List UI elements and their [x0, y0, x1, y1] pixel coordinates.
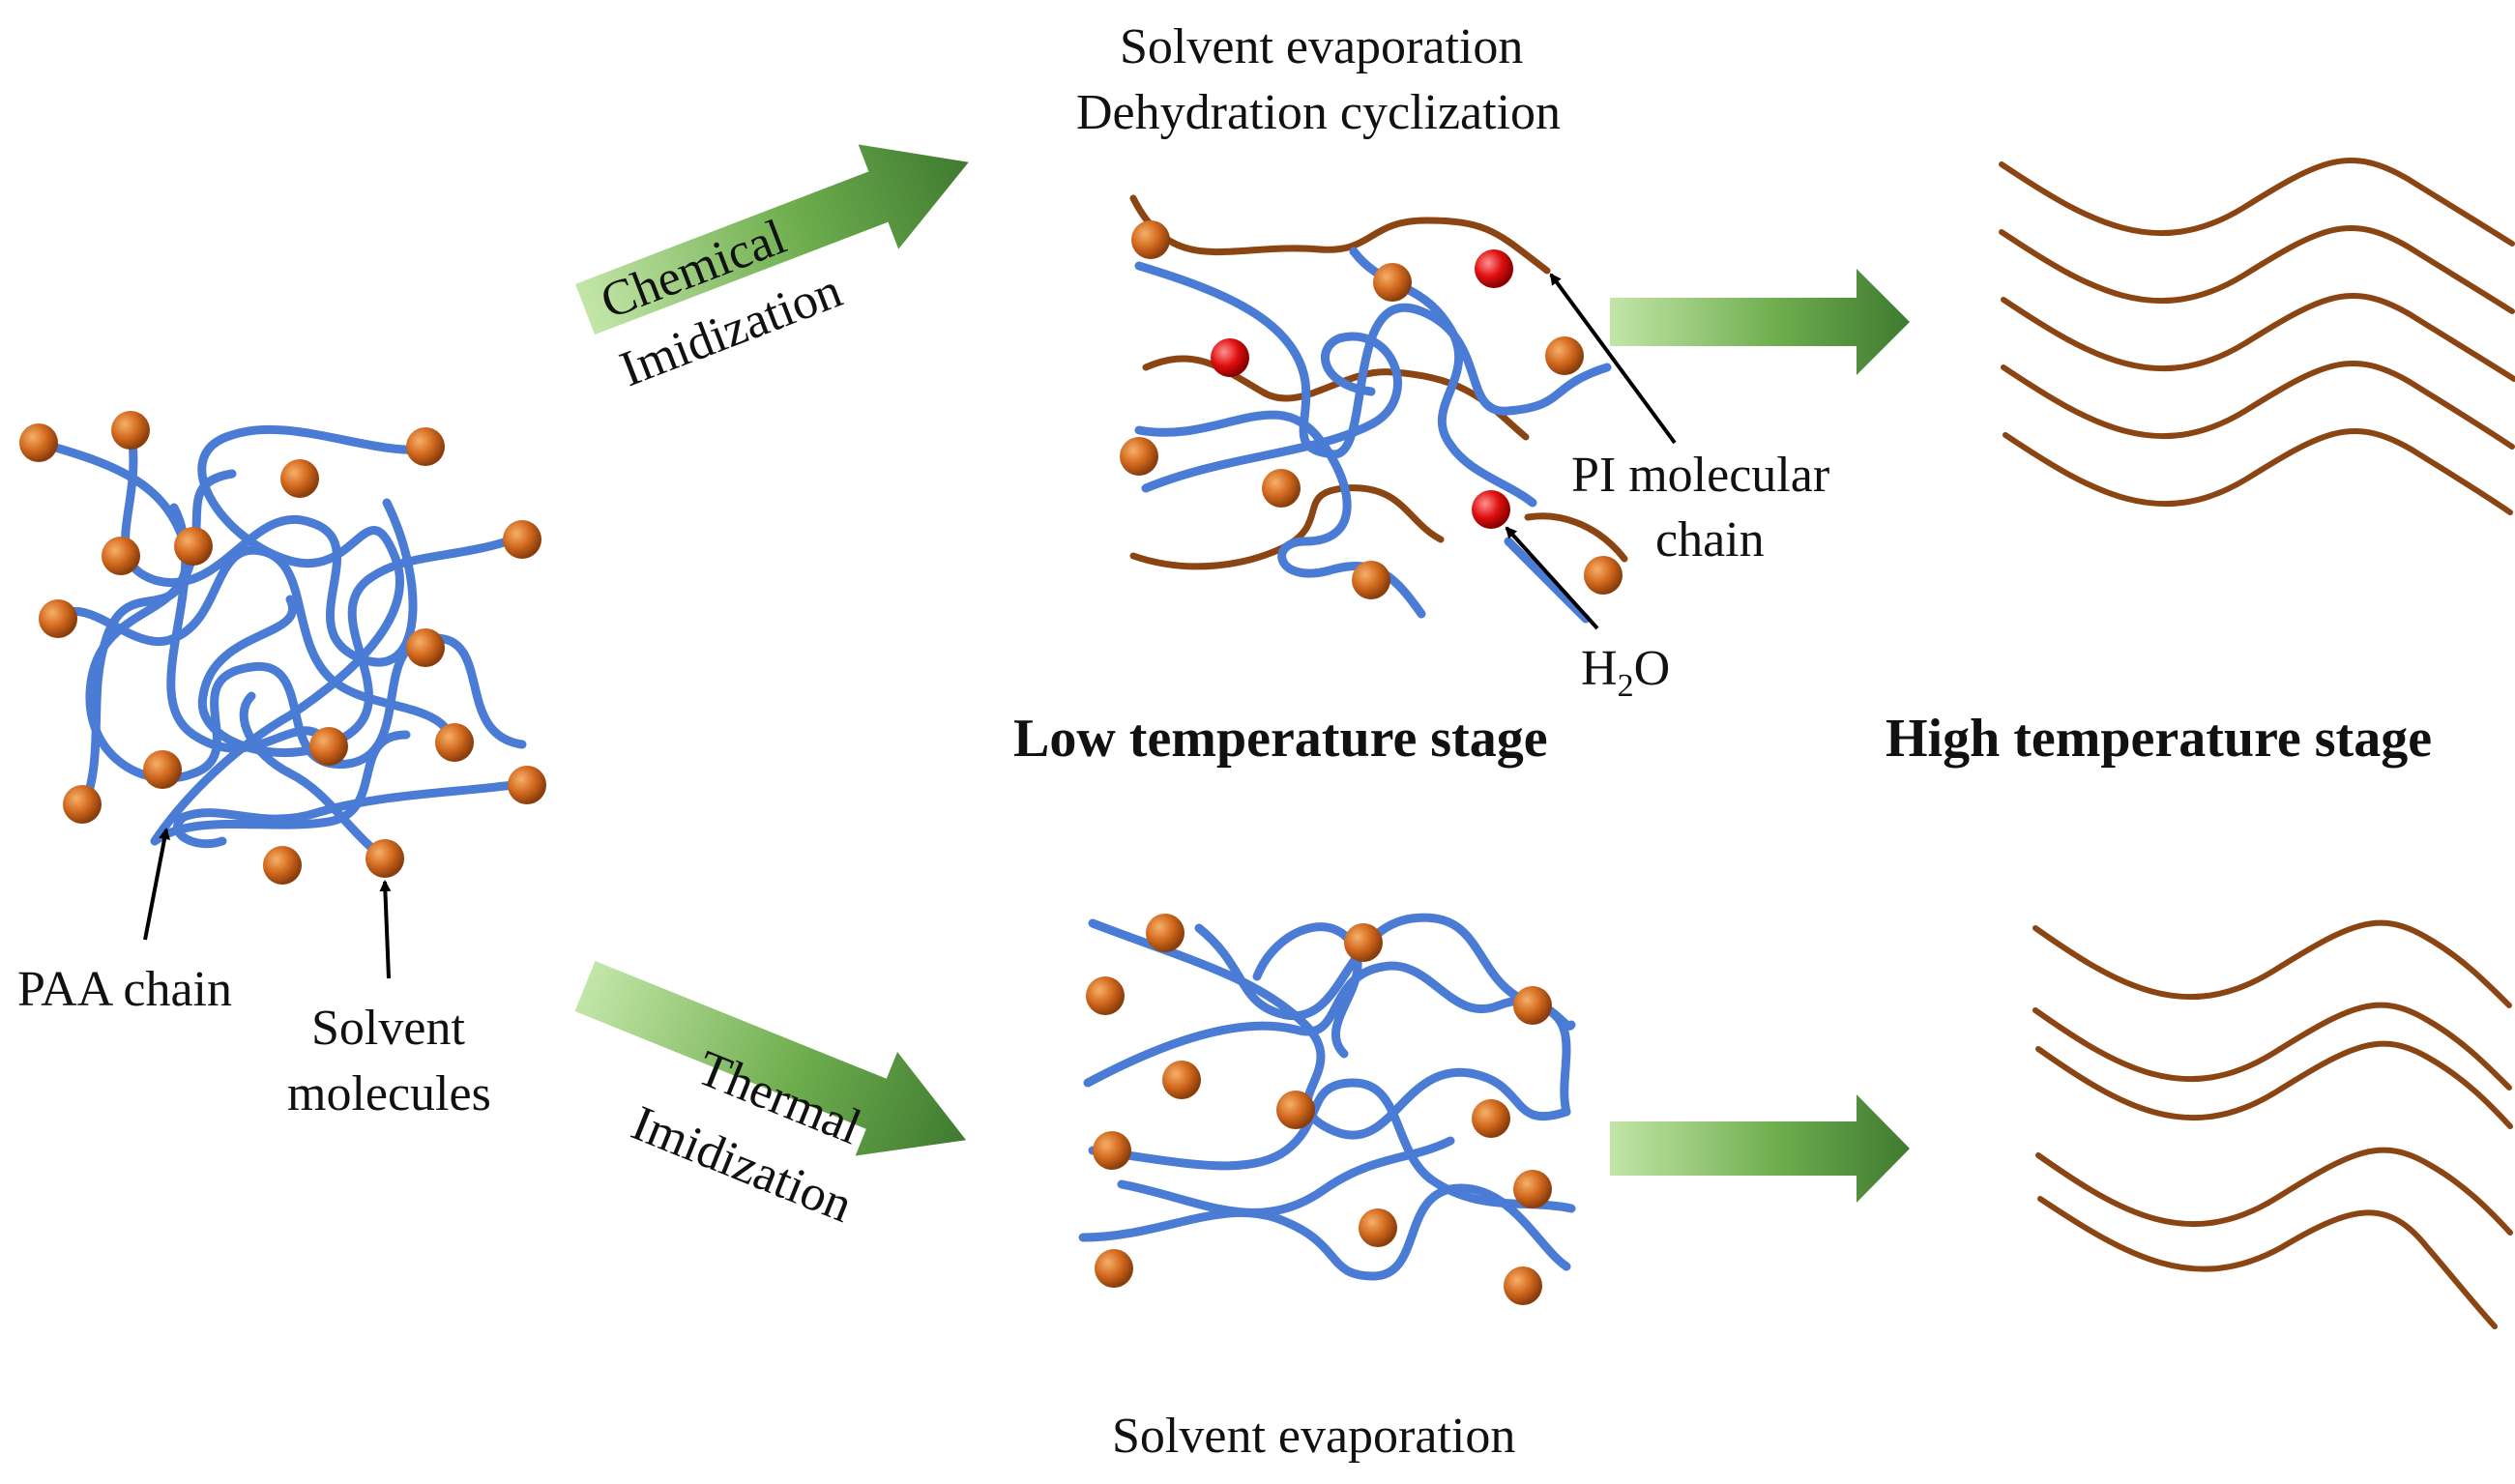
paa-chain-pointer [143, 828, 170, 941]
pi-chains-top [1129, 194, 1628, 570]
paa-solvent-molecules [19, 411, 546, 885]
thermal-imidization-arrow: Thermal Imidization [574, 961, 967, 1234]
solvent-label-line2: molecules [287, 1066, 491, 1121]
water-subscript: 2 [1618, 668, 1634, 704]
water-label: H2O [1581, 641, 1670, 704]
high-temperature-stage-label: High temperature stage [1886, 709, 2432, 769]
chemical-low-temp-cluster: Solvent evaporation Dehydration cyclizat… [1076, 19, 1829, 704]
chemical-imidization-arrow: Chemical Imidization [574, 144, 969, 397]
paa-chains [34, 424, 532, 865]
low-temperature-stage-label: Low temperature stage [1013, 709, 1548, 769]
pi-label-line1: PI molecular [1571, 448, 1829, 503]
solvent-molecules-top [1120, 220, 1623, 599]
bottom-note: Solvent evaporation [1112, 1409, 1515, 1464]
solvent-pointer [379, 880, 392, 979]
pi-label-line2: chain [1655, 512, 1765, 567]
thermal-low-temp-cluster: Solvent evaporation [1078, 913, 1576, 1464]
low-to-high-arrow-bottom [1610, 1094, 1910, 1203]
water-pointer [1505, 526, 1599, 630]
solvent-label-line1: Solvent [311, 1001, 465, 1056]
aligned-pi-chains-top [1999, 158, 2515, 515]
top-note-line1: Solvent evaporation [1120, 19, 1523, 74]
paa-chains-bottom [1078, 913, 1576, 1281]
low-to-high-arrow-top [1610, 269, 1910, 375]
aligned-pi-chains-bottom [2032, 919, 2513, 1329]
paa-chain-label: PAA chain [17, 962, 232, 1017]
pi-chain-pointer [1549, 273, 1677, 445]
paa-solvent-cluster: PAA chain Solvent molecules [17, 411, 546, 1121]
top-note-line2: Dehydration cyclization [1076, 85, 1561, 140]
water-molecules-top [1211, 249, 1513, 529]
solvent-molecules-bottom [1086, 914, 1552, 1305]
